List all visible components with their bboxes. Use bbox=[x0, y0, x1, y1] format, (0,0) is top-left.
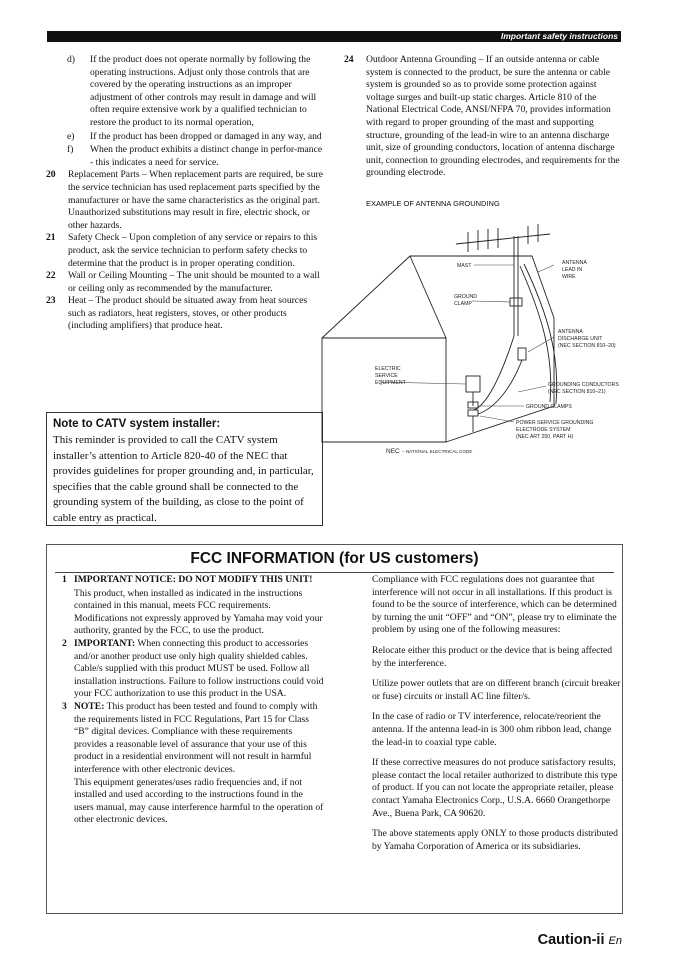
label-antenna-lead: ANTENNA bbox=[562, 260, 587, 266]
label-mast: MAST bbox=[457, 263, 472, 269]
fcc-information-box: FCC INFORMATION (for US customers) bbox=[46, 544, 623, 914]
label-power-grounding: POWER SERVICE GROUNDING bbox=[516, 420, 593, 426]
catv-note-box: Note to CATV system installer: This remi… bbox=[46, 412, 323, 526]
antenna-discharge-unit bbox=[517, 347, 527, 361]
fcc-title: FCC INFORMATION (for US customers) bbox=[190, 550, 479, 567]
sub-item-text: If the product does not operate normally… bbox=[90, 54, 317, 128]
electric-service-equipment bbox=[465, 375, 481, 393]
sub-item-e: e) If the product has been dropped or da… bbox=[46, 131, 324, 144]
item-number: 24 bbox=[344, 54, 354, 65]
fcc-item-body-2: This equipment generates/uses radio freq… bbox=[74, 776, 324, 826]
fcc-item-body: This product has been tested and found t… bbox=[74, 700, 318, 775]
item-text: Heat – The product should be situated aw… bbox=[68, 295, 308, 332]
fcc-item-3: 3 NOTE: This product has been tested and… bbox=[60, 701, 324, 827]
safety-item-23: 23 Heat – The product should be situated… bbox=[46, 295, 324, 333]
lead-in-wire bbox=[519, 265, 552, 403]
label-ground-clamp: GROUND bbox=[454, 294, 477, 300]
label-antenna-lead: LEAD IN bbox=[562, 267, 582, 273]
item-text: Replacement Parts – When replacement par… bbox=[68, 169, 324, 231]
fcc-paragraph: If these corrective measures do not prod… bbox=[372, 757, 618, 819]
fcc-title-rule bbox=[55, 572, 614, 573]
page-number: Caution-ii bbox=[537, 932, 605, 948]
label-electric-service: EQUIPMENT bbox=[375, 380, 407, 386]
item-text: Safety Check – Upon completion of any se… bbox=[68, 232, 318, 269]
right-column: 24 Outdoor Antenna Grounding – If an out… bbox=[344, 54, 624, 180]
safety-item-20: 20 Replacement Parts – When replacement … bbox=[46, 169, 324, 232]
language-code: En bbox=[608, 935, 622, 947]
label-electric-service: SERVICE bbox=[375, 373, 398, 379]
fcc-right-column: Compliance with FCC regulations does not… bbox=[372, 574, 622, 861]
item-number: 21 bbox=[46, 232, 56, 244]
label-power-grounding: (NEC ART 250, PART H) bbox=[516, 434, 573, 440]
house-side bbox=[409, 255, 447, 339]
fcc-item-body: When connecting this product to accessor… bbox=[74, 637, 324, 700]
fcc-paragraph: Utilize power outlets that are on differ… bbox=[372, 678, 621, 702]
item-number: 3 bbox=[62, 700, 67, 712]
fcc-item-body: This product, when installed as indicate… bbox=[74, 587, 323, 637]
antenna-boom bbox=[455, 233, 551, 245]
sub-item-label: e) bbox=[67, 130, 75, 142]
item-number: 20 bbox=[46, 169, 56, 181]
sub-item-text: When the product exhibits a distinct cha… bbox=[90, 144, 323, 168]
fcc-left-column: 1 IMPORTANT NOTICE: DO NOT MODIFY THIS U… bbox=[60, 574, 324, 827]
fcc-paragraph: In the case of radio or TV interference,… bbox=[372, 711, 612, 748]
item-number: 2 bbox=[62, 637, 67, 649]
label-nec-full: – NATIONAL ELECTRICAL CODE bbox=[402, 449, 472, 454]
sub-item-f: f) When the product exhibits a distinct … bbox=[46, 144, 324, 169]
label-discharge-unit: ANTENNA bbox=[558, 329, 583, 335]
fcc-paragraph: Compliance with FCC regulations does not… bbox=[372, 574, 617, 636]
item-text: Wall or Ceiling Mounting – The unit shou… bbox=[68, 270, 320, 294]
section-title: Important safety instructions bbox=[500, 31, 618, 41]
fcc-paragraph: The above statements apply ONLY to those… bbox=[372, 828, 618, 852]
label-discharge-unit: (NEC SECTION 810–20) bbox=[558, 343, 616, 349]
section-header-bar: Important safety instructions bbox=[47, 31, 621, 42]
left-column: d) If the product does not operate norma… bbox=[46, 54, 324, 333]
label-discharge-unit: DISCHARGE UNIT bbox=[558, 336, 603, 342]
safety-item-22: 22 Wall or Ceiling Mounting – The unit s… bbox=[46, 270, 324, 295]
label-ground-clamps: GROUND CLAMPS bbox=[526, 404, 572, 410]
fcc-item-heading: IMPORTANT NOTICE: DO NOT MODIFY THIS UNI… bbox=[74, 574, 313, 585]
item-number: 22 bbox=[46, 270, 56, 282]
label-antenna-lead: WIRE bbox=[562, 274, 576, 280]
label-grounding-conductors: (NEC SECTION 810–21) bbox=[548, 389, 606, 395]
sub-item-text: If the product has been dropped or damag… bbox=[90, 130, 322, 142]
fcc-paragraph: Relocate either this product or the devi… bbox=[372, 644, 613, 669]
item-number: 23 bbox=[46, 295, 56, 307]
safety-item-24: 24 Outdoor Antenna Grounding – If an out… bbox=[344, 54, 624, 180]
ground-clamp bbox=[509, 297, 523, 307]
label-nec-abbr: NEC bbox=[386, 448, 400, 455]
catv-note-body: This reminder is provided to call the CA… bbox=[53, 434, 314, 524]
catv-note-title: Note to CATV system installer: bbox=[53, 418, 221, 430]
fcc-item-2: 2 IMPORTANT: When connecting this produc… bbox=[60, 638, 324, 701]
diagram-title: EXAMPLE OF ANTENNA GROUNDING bbox=[366, 199, 500, 208]
fcc-item-heading: NOTE: bbox=[74, 700, 105, 712]
label-ground-clamp: CLAMP bbox=[454, 301, 472, 307]
sub-item-label: d) bbox=[67, 54, 75, 65]
safety-item-21: 21 Safety Check – Upon completion of any… bbox=[46, 232, 324, 270]
sub-item-d: d) If the product does not operate norma… bbox=[46, 54, 324, 130]
fcc-item-heading: IMPORTANT: bbox=[74, 637, 136, 649]
label-power-grounding: ELECTRODE SYSTEM bbox=[516, 427, 570, 433]
label-grounding-conductors: GROUNDING CONDUCTORS bbox=[548, 382, 619, 388]
label-electric-service: ELECTRIC bbox=[375, 366, 401, 372]
antenna-grounding-diagram: MAST ANTENNA LEAD IN WIRE GROUND CLAMP A… bbox=[321, 224, 619, 455]
item-number: 1 bbox=[62, 574, 67, 585]
house-right-wall bbox=[445, 318, 555, 443]
house-left-wall bbox=[321, 337, 447, 443]
grounding-conductor bbox=[473, 335, 515, 411]
page-footer: Caution-ii En bbox=[538, 932, 622, 948]
house-roof bbox=[321, 255, 555, 339]
sub-item-label: f) bbox=[67, 144, 74, 156]
item-text: Outdoor Antenna Grounding – If an outsid… bbox=[366, 54, 620, 179]
fcc-item-1: 1 IMPORTANT NOTICE: DO NOT MODIFY THIS U… bbox=[60, 574, 324, 638]
